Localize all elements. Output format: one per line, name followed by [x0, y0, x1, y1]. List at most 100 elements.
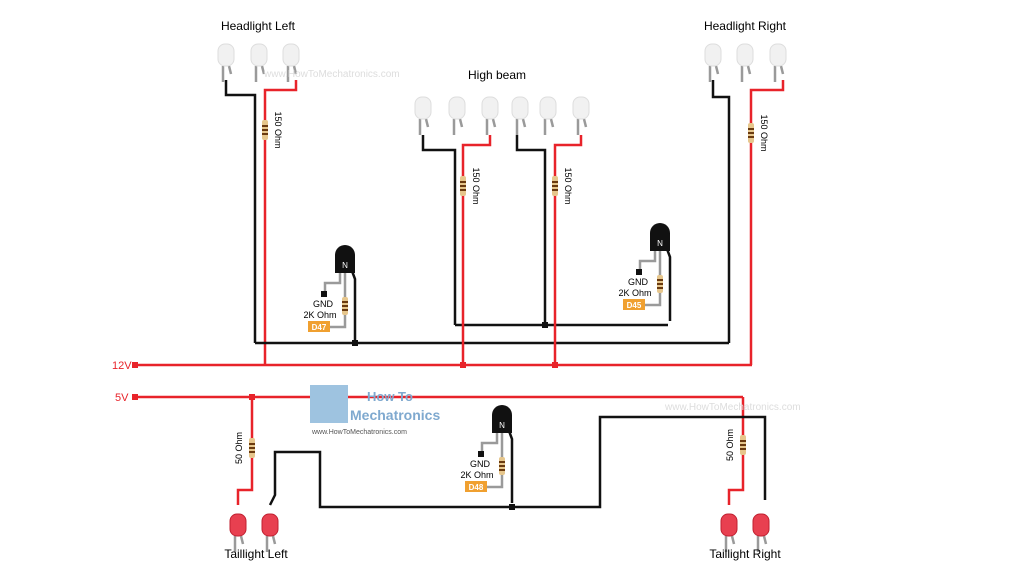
resistor-band	[262, 125, 268, 127]
junction-dot	[460, 362, 466, 368]
logo-url: www.HowToMechatronics.com	[311, 429, 407, 436]
led-red	[261, 513, 279, 537]
resistor-band	[740, 444, 746, 446]
resistor: 150 Ohm	[748, 114, 769, 152]
resistor-band	[262, 129, 268, 131]
transistor-collector	[507, 430, 514, 503]
resistor-band	[342, 301, 348, 303]
led-leg	[491, 118, 497, 128]
base-resistor-label: 2K Ohm	[303, 310, 336, 320]
led-white	[250, 43, 268, 67]
led-white	[704, 43, 722, 67]
led-leg	[239, 535, 245, 545]
led-leg	[227, 65, 233, 75]
resistor-label: 150 Ohm	[471, 167, 481, 204]
transistor-base-leg	[645, 249, 662, 307]
base-resistor-label: 2K Ohm	[460, 470, 493, 480]
resistor-band	[552, 181, 558, 183]
junction-dot	[542, 322, 548, 328]
gnd-label: GND	[628, 277, 649, 287]
led-leg	[582, 118, 588, 128]
transistor-type: N	[657, 239, 663, 248]
pin-badge	[465, 481, 487, 492]
watermark-faint: www.HowToMechatronics.com	[263, 69, 400, 80]
wire-hb-vcc-1	[461, 135, 492, 365]
led-leg	[271, 535, 277, 545]
logo-line2: Mechatronics	[350, 407, 440, 423]
resistor-band	[249, 443, 255, 445]
label-headlight-left: Headlight Left	[221, 19, 296, 33]
terminal-5v	[132, 394, 138, 400]
gnd-terminal	[321, 291, 327, 297]
led-leg	[730, 535, 736, 545]
led-white	[572, 96, 590, 120]
resistor-band	[249, 451, 255, 453]
transistor-leg	[480, 431, 499, 453]
transistor-leg	[323, 271, 342, 293]
resistor-band	[249, 447, 255, 449]
led-leg	[458, 118, 464, 128]
wire-hl-left-gnd	[224, 80, 257, 343]
wire-hb-gnd-2	[515, 135, 547, 325]
logo: How To Mechatronics www.HowToMechatronic…	[310, 385, 440, 436]
led-white	[539, 96, 557, 120]
resistor-band	[499, 465, 505, 467]
resistor: 50 Ohm	[725, 429, 746, 461]
resistor-band	[460, 185, 466, 187]
led-white	[511, 96, 529, 120]
led-white	[769, 43, 787, 67]
label-taillight-right: Taillight Right	[709, 547, 781, 561]
transistor-base-leg	[487, 431, 504, 489]
resistor-band	[460, 181, 466, 183]
led-leg	[762, 535, 768, 545]
pin-label: D45	[627, 301, 642, 310]
wire-hl-right-vcc	[749, 80, 785, 365]
wire-hl-left-vcc	[263, 80, 298, 365]
transistor-type: N	[342, 261, 348, 270]
led-leg	[424, 118, 430, 128]
wire-taillight-return	[268, 415, 767, 509]
transistor-base-leg	[330, 271, 347, 329]
resistor-band	[740, 440, 746, 442]
junction-dot	[249, 394, 255, 400]
transistor-leg	[638, 249, 657, 271]
led-leg	[292, 65, 298, 75]
led-leg	[746, 65, 752, 75]
resistor-band	[657, 279, 663, 281]
resistor-band	[657, 287, 663, 289]
base-resistor-label: 2K Ohm	[618, 288, 651, 298]
led-leg	[521, 118, 527, 128]
resistor: 150 Ohm	[552, 167, 573, 205]
terminal-12v	[132, 362, 138, 368]
label-headlight-right: Headlight Right	[704, 19, 787, 33]
resistor-band	[748, 128, 754, 130]
transistor-body	[335, 245, 355, 273]
resistor-label: 150 Ohm	[759, 114, 769, 151]
resistor: 150 Ohm	[460, 167, 481, 205]
transistor-collector	[350, 270, 357, 343]
led-white	[448, 96, 466, 120]
wire-hb-vcc-2	[553, 135, 583, 365]
label-5v: 5V	[115, 392, 129, 404]
led-white	[414, 96, 432, 120]
label-taillight-left: Taillight Left	[224, 547, 288, 561]
resistor-band	[342, 309, 348, 311]
resistor-band	[499, 469, 505, 471]
watermark-faint-2: www.HowToMechatronics.com	[664, 402, 801, 413]
led-leg	[779, 65, 785, 75]
led-white	[736, 43, 754, 67]
pin-badge	[308, 321, 330, 332]
logo-line1: How To	[367, 389, 413, 404]
resistor: 50 Ohm	[234, 432, 255, 464]
resistor-band	[552, 185, 558, 187]
resistor-band	[748, 136, 754, 138]
wire-hb-gnd-1	[421, 135, 457, 325]
led-red	[720, 513, 738, 537]
resistor-band	[657, 283, 663, 285]
resistor-label: 50 Ohm	[725, 429, 735, 461]
led-red	[229, 513, 247, 537]
resistor-band	[460, 189, 466, 191]
